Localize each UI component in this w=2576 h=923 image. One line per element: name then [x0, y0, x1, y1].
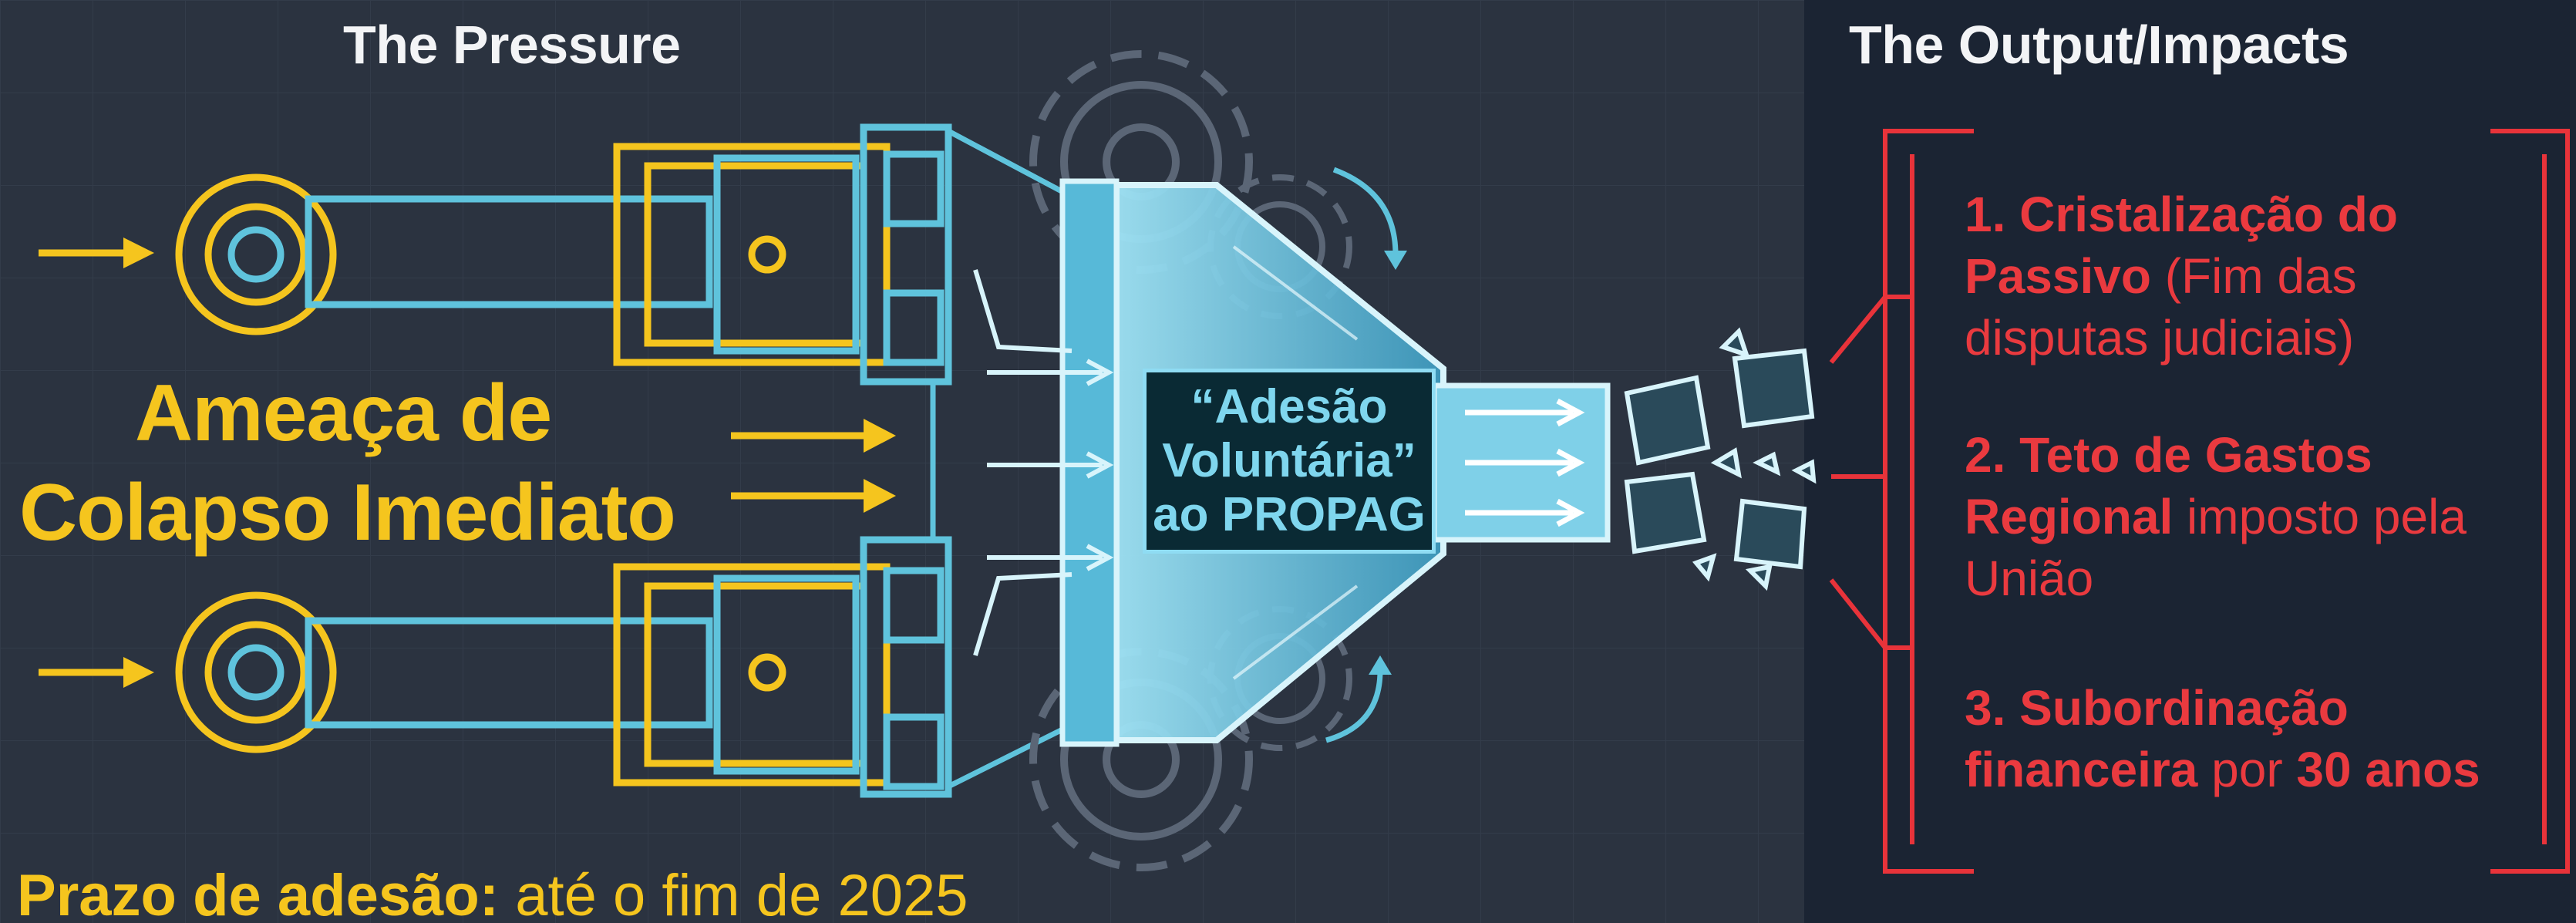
center-label-line-1: “Adesão — [1190, 380, 1388, 433]
deadline-label: Prazo de adesão: — [17, 863, 500, 923]
output-item-1: 1. Cristalização do Passivo (Fim das dis… — [1965, 184, 2535, 369]
arrow-right-icon — [731, 419, 896, 453]
funnel-input-arrows — [973, 269, 1114, 656]
arrow-right-icon — [987, 359, 1114, 386]
output-3-number: 3. — [1965, 680, 2006, 736]
arrow-right-icon — [1465, 398, 1585, 427]
output-item-2: 2. Teto de Gastos Regional imposto pela … — [1965, 424, 2535, 609]
center-label-line-3: ao PROPAG — [1153, 488, 1426, 541]
threat-line-2: Colapso Imediato — [19, 468, 676, 558]
output-2-bold: Teto de Gastos Regional — [1965, 427, 2372, 544]
arrow-right-icon — [987, 451, 1114, 479]
piston-connectors — [930, 128, 1073, 790]
output-2-rest: imposto pela União — [1965, 489, 2467, 606]
bracket-icon — [1829, 129, 2570, 874]
output-1-bold: Cristalização do Passivo — [1965, 187, 2398, 304]
deadline-value: até o fim de 2025 — [515, 863, 968, 923]
rotation-arrows — [1325, 167, 1407, 743]
output-3-middle: por — [2211, 742, 2283, 797]
piston-icon — [175, 536, 952, 798]
arrow-right-icon — [1465, 498, 1585, 527]
arrow-right-icon — [39, 237, 154, 268]
funnel-output-arrows — [1465, 398, 1585, 527]
input-arrows — [39, 237, 896, 688]
arrow-right-icon — [731, 479, 896, 513]
output-heading: The Output/Impacts — [1849, 15, 2349, 75]
shattered-block-icon — [1624, 327, 1817, 591]
arrow-right-icon — [1465, 448, 1585, 477]
deadline-text: Prazo de adesão: até o fim de 2025 — [17, 862, 968, 923]
output-2-number: 2. — [1965, 427, 2006, 483]
output-1-rest: (Fim das disputas judiciais) — [1965, 248, 2357, 365]
output-3-bold-a: Subordinação financeira — [1965, 680, 2349, 797]
output-item-3: 3. Subordinação financeira por 30 anos — [1965, 677, 2535, 800]
threat-line-1: Ameaça de — [135, 369, 552, 458]
output-3-bold-b: 30 anos — [2296, 742, 2480, 797]
output-panel — [1804, 0, 2576, 923]
piston-icon — [175, 123, 952, 386]
center-label-box: “Adesão Voluntária” ao PROPAG — [1143, 369, 1436, 554]
pressure-heading: The Pressure — [343, 15, 681, 75]
center-label-line-2: Voluntária” — [1162, 434, 1416, 487]
arrow-right-icon — [987, 544, 1114, 571]
arrow-right-icon — [39, 657, 154, 688]
output-1-number: 1. — [1965, 187, 2006, 242]
